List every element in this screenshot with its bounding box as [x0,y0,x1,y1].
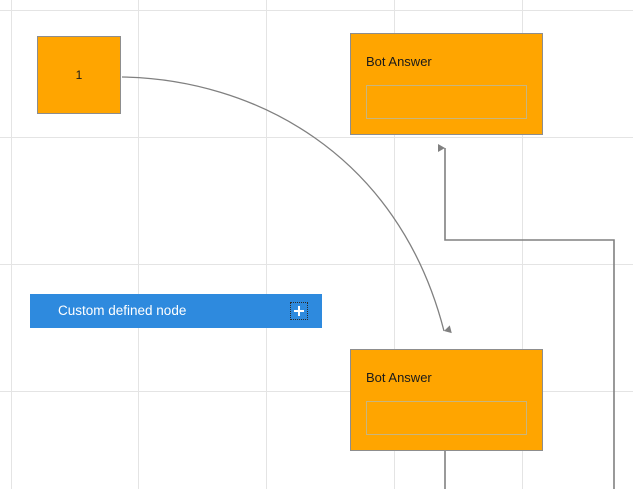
grid-line-horizontal [0,264,633,265]
node-bot-answer-title: Bot Answer [366,54,432,69]
node-bot-answer-bottom[interactable]: Bot Answer [350,349,543,451]
grid-line-horizontal [0,137,633,138]
grid-line-vertical [138,0,139,489]
grid-line-vertical [266,0,267,489]
node-bot-answer-field[interactable] [366,401,527,435]
node-start[interactable]: 1 [37,36,121,114]
grid-line-vertical [11,0,12,489]
plus-icon[interactable] [290,302,308,320]
node-bot-answer-top[interactable]: Bot Answer [350,33,543,135]
node-bot-answer-field[interactable] [366,85,527,119]
node-bot-answer-title: Bot Answer [366,370,432,385]
node-start-label: 1 [75,68,83,82]
custom-defined-node-bar[interactable]: Custom defined node [30,294,322,328]
grid-line-horizontal [0,10,633,11]
custom-defined-node-label: Custom defined node [58,303,187,319]
